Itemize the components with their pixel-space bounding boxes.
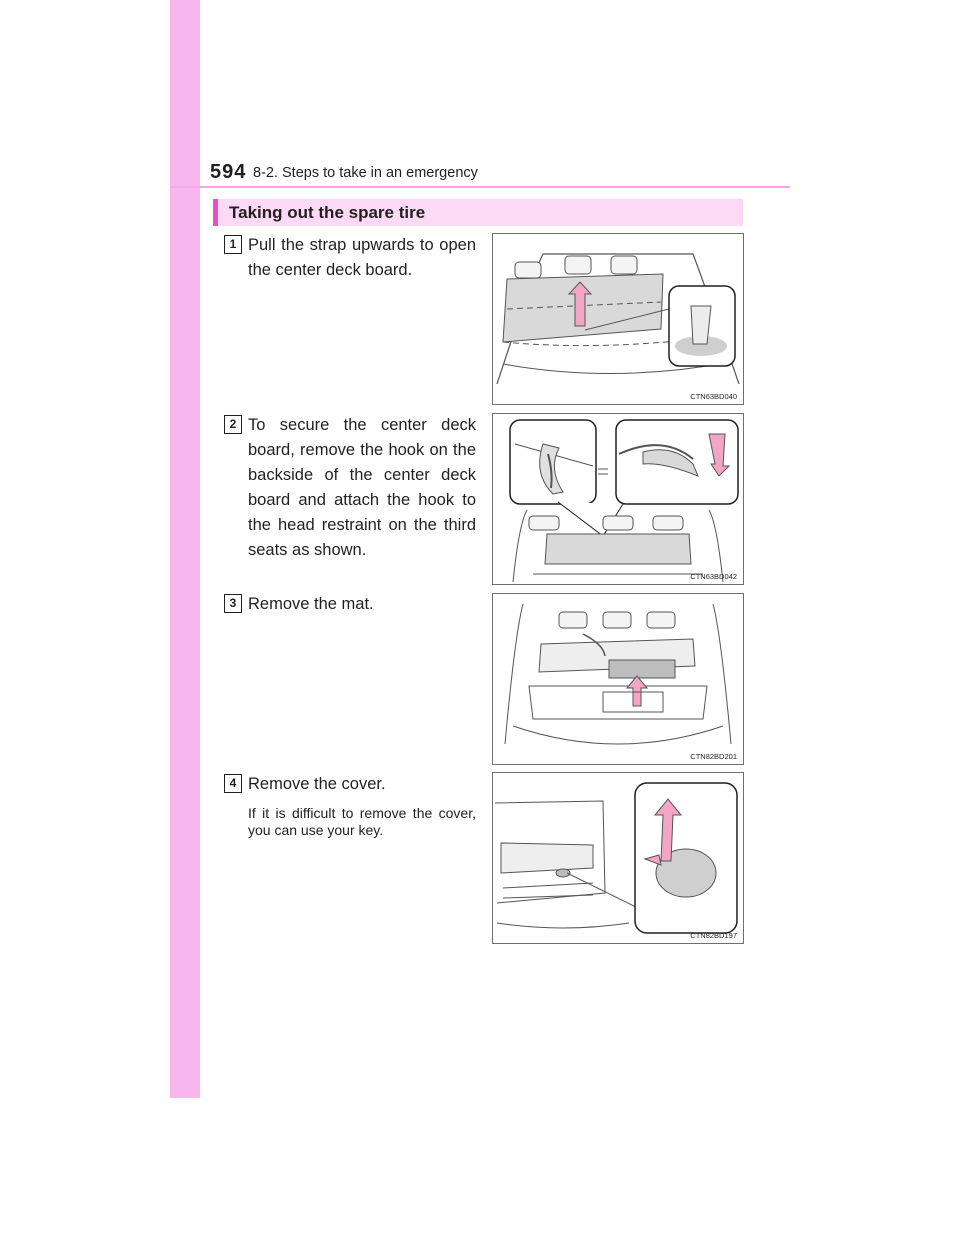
page-number: 594 [210,161,247,183]
step-4-note: If it is difficult to remove the cover, … [248,805,476,838]
step-3-text: Remove the mat. [248,595,374,613]
step-1-text: Pull the strap upwards to open the cente… [248,236,476,279]
step-4-badge: 4 [224,774,242,793]
step-4-figure: CTN82BD197 [492,772,744,944]
section-title: Taking out the spare tire [229,203,426,222]
step-4-text: Remove the cover. [248,775,386,793]
step-3-figure: CTN82BD201 [492,593,744,765]
section-accent [213,199,218,226]
remove-cover-illustration [494,782,738,934]
step-2-figure-code: CTN63BD042 [690,572,737,581]
step-3-badge: 3 [224,594,242,613]
step-2-badge: 2 [224,415,242,434]
step-2-figure: CTN63BD042 [492,413,744,585]
step-3-figure-code: CTN82BD201 [690,752,737,761]
header-divider [170,186,790,188]
chapter-heading: 8-2. Steps to take in an emergency [253,165,478,181]
deck-board-strap-illustration [496,253,740,385]
step-2-text: To secure the center deck board, remove … [248,416,476,559]
section-heading-bar: Taking out the spare tire [213,199,743,226]
step-1-figure-code: CTN63BD040 [690,392,737,401]
step-1-badge: 1 [224,235,242,254]
remove-mat-illustration [504,603,732,745]
sidebar-tab [170,0,200,1098]
step-4-figure-code: CTN82BD197 [690,931,737,940]
hook-attachment-illustration [509,419,739,583]
step-1-figure: CTN63BD040 [492,233,744,405]
